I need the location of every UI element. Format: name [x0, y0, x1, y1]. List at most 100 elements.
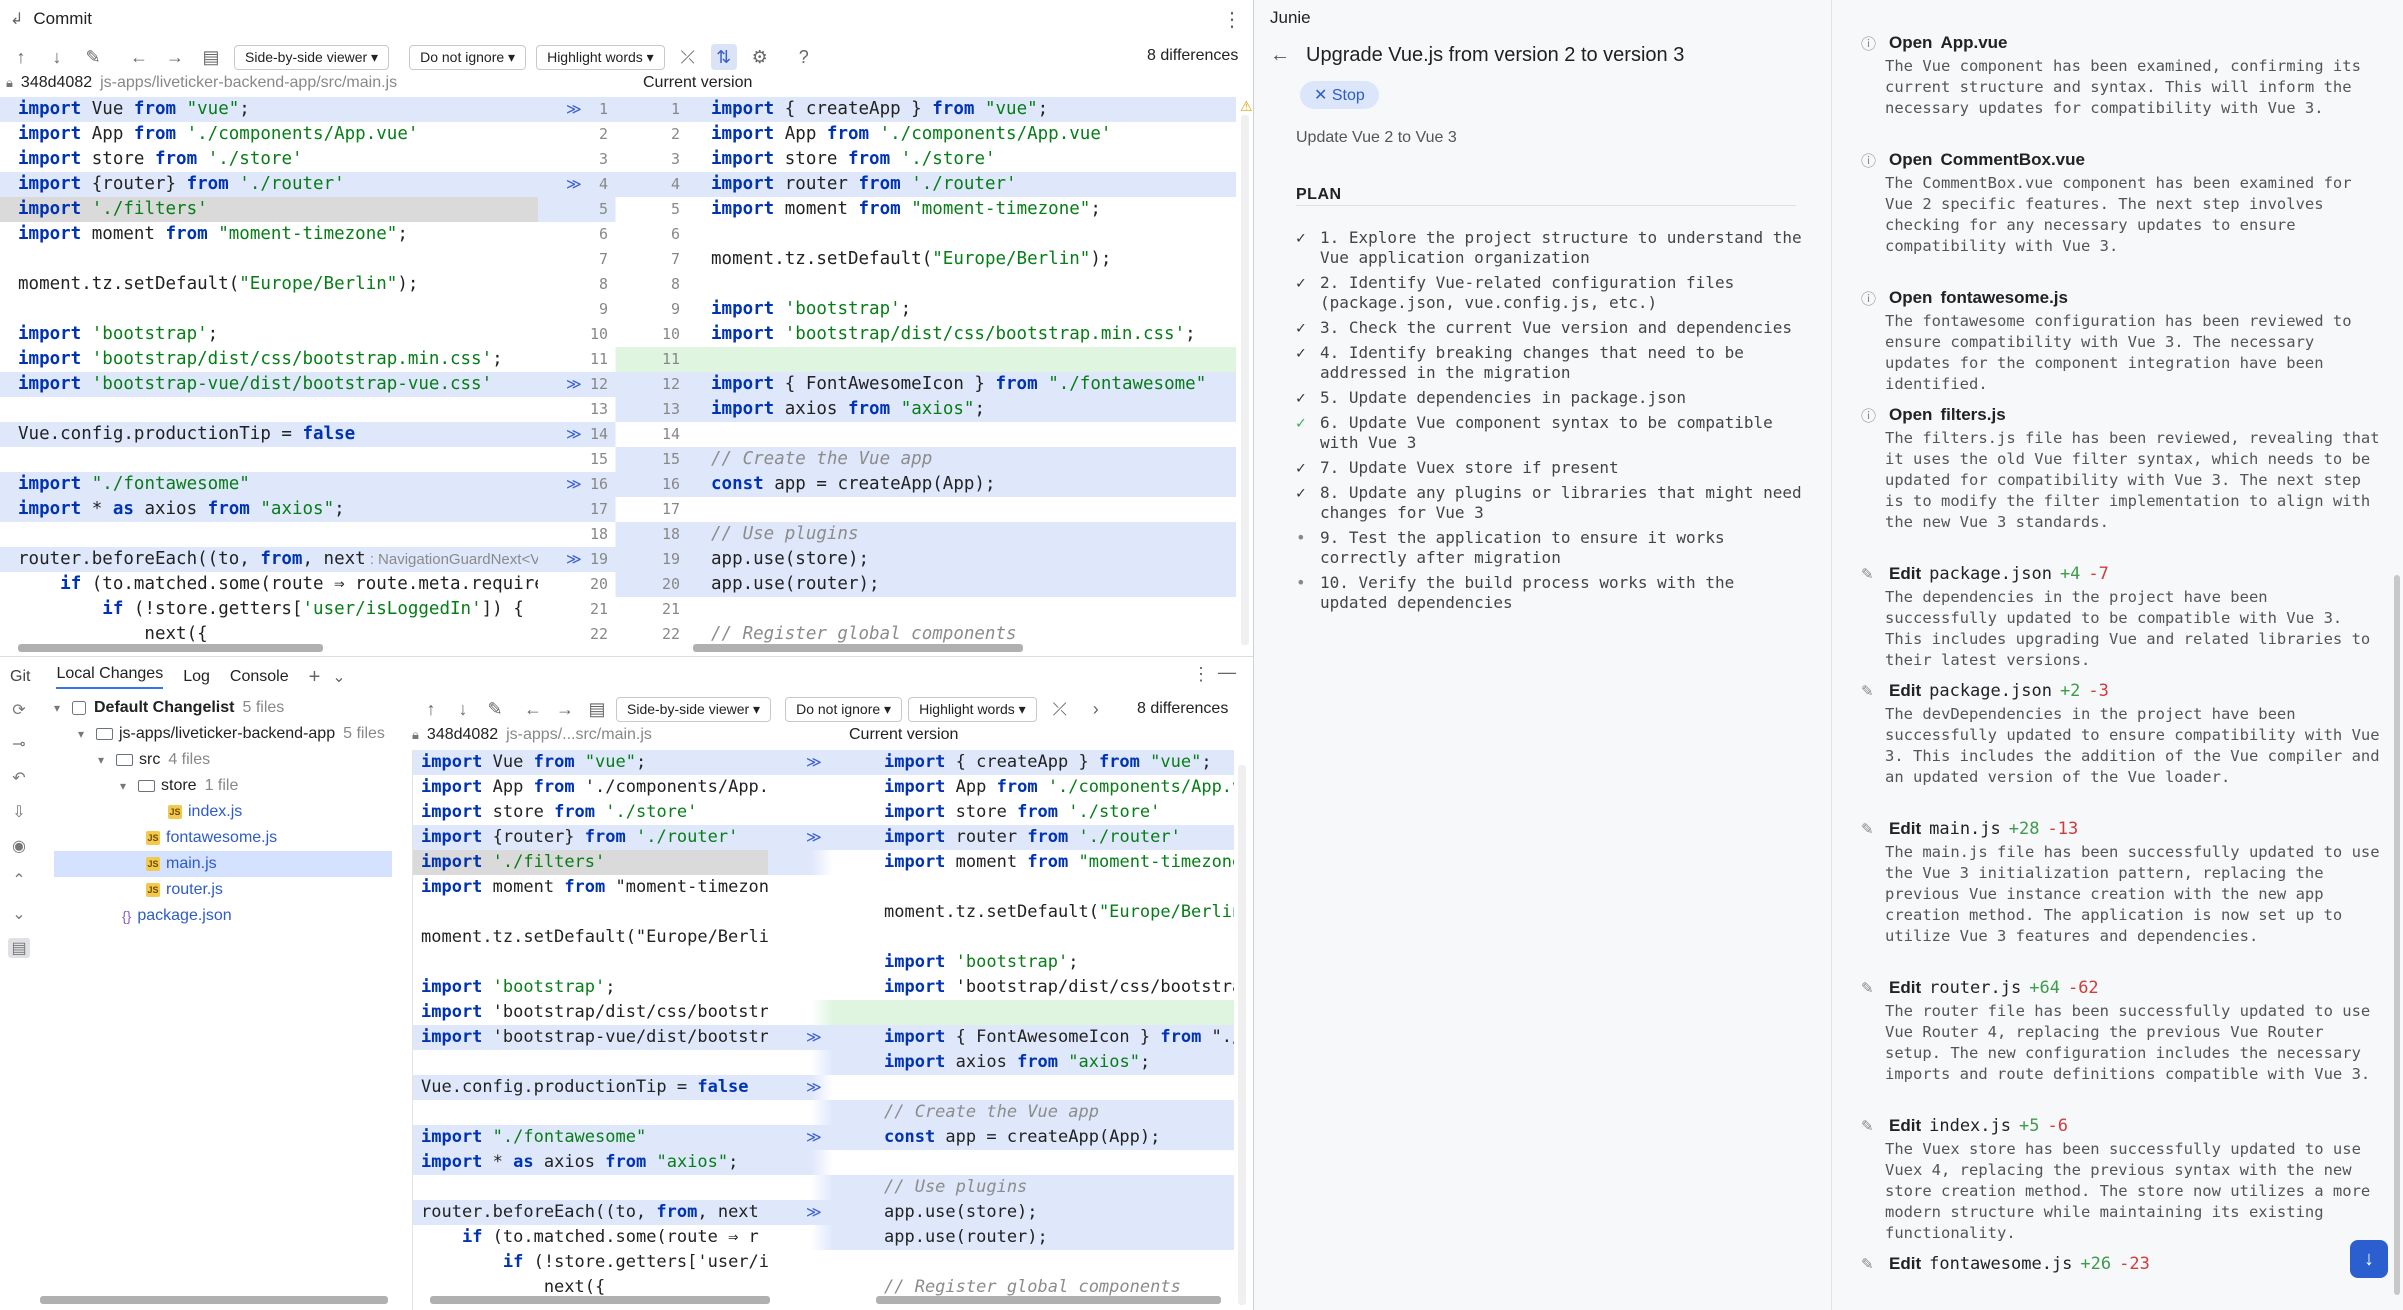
tree-row-file[interactable]: {} package.json — [40, 903, 402, 929]
tool-more-icon[interactable]: ⋮ — [1192, 664, 1210, 684]
sync-scroll-icon[interactable]: ⇅ — [710, 44, 737, 70]
log-file[interactable]: package.json — [1929, 564, 2052, 584]
changelist-checkbox[interactable] — [72, 701, 86, 715]
eye-icon[interactable]: ◉ — [12, 838, 26, 855]
bottom-left-hscroll[interactable] — [430, 1296, 770, 1304]
diff-preview-icon[interactable]: ▤ — [8, 938, 30, 958]
document-icon[interactable]: ▤ — [588, 698, 606, 719]
log-file[interactable]: fontawesome.js — [1940, 288, 2068, 307]
top-right-hscroll[interactable] — [693, 644, 1023, 652]
arrow-up-icon[interactable]: ↑ — [426, 698, 436, 719]
edit-icon[interactable]: ✎ — [85, 46, 101, 67]
apply-change-icon[interactable]: ≫ — [566, 550, 582, 568]
arrow-up-icon[interactable]: ↑ — [16, 46, 26, 67]
viewer-dropdown[interactable]: Side-by-side viewer ▾ — [616, 696, 772, 722]
add-tab-icon[interactable]: + — [308, 665, 321, 688]
apply-change-icon[interactable]: ≫ — [566, 175, 582, 193]
ignore-dropdown[interactable]: Do not ignore ▾ — [785, 696, 903, 722]
commit-node-icon[interactable]: ⊸ — [12, 736, 26, 753]
collapse-icon[interactable]: ⤫ — [1052, 698, 1067, 719]
apply-change-icon[interactable]: ≫ — [806, 1029, 822, 1046]
arrow-right-icon[interactable]: → — [166, 46, 184, 67]
arrow-left-icon[interactable]: ← — [524, 698, 542, 719]
highlight-dropdown[interactable]: Highlight words ▾ — [536, 44, 665, 70]
arrow-down-icon[interactable]: ↓ — [458, 698, 468, 719]
rollback-icon[interactable]: ↶ — [12, 770, 26, 787]
arrow-right-icon[interactable]: → — [556, 698, 574, 719]
scroll-to-bottom-button[interactable]: ↓ — [2350, 1240, 2388, 1278]
collapse-all-icon[interactable]: ⌄ — [12, 906, 26, 923]
log-file[interactable]: fontawesome.js — [1929, 1254, 2073, 1274]
tree-row-file-selected[interactable]: JS main.js — [54, 851, 392, 877]
highlight-dropdown[interactable]: Highlight words ▾ — [908, 696, 1037, 722]
apply-change-icon[interactable]: ≫ — [806, 829, 822, 846]
apply-change-icon[interactable]: ≫ — [566, 375, 582, 393]
chevron-down-icon[interactable]: ▾ — [98, 753, 105, 767]
tab-log[interactable]: Log — [183, 668, 210, 685]
apply-change-icon[interactable]: ≫ — [806, 754, 822, 771]
log-file[interactable]: CommentBox.vue — [1940, 150, 2085, 169]
apply-change-icon[interactable]: ≫ — [566, 475, 582, 493]
more-options-icon[interactable]: ⋮ — [1222, 8, 1242, 31]
log-file[interactable]: router.js — [1929, 978, 2022, 998]
tree-row-file[interactable]: JS fontawesome.js — [40, 825, 402, 851]
chevron-down-icon[interactable]: ▾ — [78, 727, 85, 741]
log-file[interactable]: main.js — [1929, 819, 2001, 839]
expand-icon[interactable]: ⌃ — [12, 872, 26, 889]
arrow-down-icon[interactable]: ↓ — [52, 46, 62, 67]
log-file[interactable]: filters.js — [1940, 405, 2006, 424]
edit-icon[interactable]: ✎ — [487, 698, 503, 719]
tree-row-folder[interactable]: ▾ store 1 file — [40, 773, 402, 799]
refresh-icon[interactable]: ⟳ — [12, 702, 26, 719]
minimize-icon[interactable]: — — [1218, 662, 1236, 682]
arrow-left-icon[interactable]: ← — [130, 46, 148, 67]
bottom-scroll-track[interactable] — [1238, 765, 1246, 1305]
tab-local-changes[interactable]: Local Changes — [56, 665, 164, 689]
log-scrollbar[interactable] — [2394, 575, 2400, 1295]
bottom-right-code[interactable]: import { createApp } from "vue";import A… — [876, 750, 1234, 1310]
log-file[interactable]: index.js — [1929, 1116, 2011, 1136]
tab-console[interactable]: Console — [229, 668, 289, 685]
top-left-code[interactable]: import Vue from "vue";import App from '.… — [0, 97, 538, 651]
apply-change-icon[interactable]: ≫ — [566, 100, 582, 118]
chevron-right-icon[interactable]: › — [1092, 698, 1099, 719]
tree-hscroll[interactable] — [40, 1296, 388, 1304]
top-left-hscroll[interactable] — [18, 644, 323, 652]
tree-row-folder[interactable]: ▾ src 4 files — [40, 747, 402, 773]
collapse-icon[interactable]: ⤫ — [680, 46, 695, 67]
apply-change-icon[interactable]: ≫ — [806, 1129, 822, 1146]
apply-change-icon[interactable]: ≫ — [806, 1079, 822, 1096]
bottom-left-code[interactable]: import Vue from "vue";import App from '.… — [412, 750, 768, 1310]
stop-button[interactable]: ✕ Stop — [1300, 81, 1379, 109]
changelist-row[interactable]: ▾ Default Changelist 5 files — [40, 695, 402, 721]
tab-git[interactable]: Git — [10, 668, 31, 685]
ignore-dropdown[interactable]: Do not ignore ▾ — [409, 44, 527, 70]
chevron-down-icon[interactable]: ⌄ — [332, 669, 346, 686]
tree-row-file[interactable]: JS index.js — [40, 799, 402, 825]
shelve-icon[interactable]: ⇩ — [12, 804, 26, 821]
viewer-dropdown[interactable]: Side-by-side viewer ▾ — [234, 44, 390, 70]
tree-row-folder[interactable]: ▾ js-apps/liveticker-backend-app 5 files — [40, 721, 402, 747]
back-arrow-icon[interactable]: ← — [1270, 44, 1290, 66]
log-file[interactable]: App.vue — [1940, 33, 2008, 52]
chevron-down-icon[interactable]: ▾ — [120, 779, 127, 793]
apply-change-icon[interactable]: ≫ — [566, 425, 582, 443]
chevron-down-icon[interactable]: ▾ — [54, 701, 61, 715]
top-scroll-track[interactable] — [1241, 115, 1249, 645]
help-icon[interactable]: ? — [798, 46, 809, 67]
log-file[interactable]: package.json — [1929, 681, 2052, 701]
bottom-right-hscroll[interactable] — [876, 1296, 1221, 1304]
gear-icon[interactable]: ⚙ — [751, 46, 768, 67]
tree-row-file[interactable]: JS router.js — [40, 877, 402, 903]
document-icon[interactable]: ▤ — [202, 46, 220, 67]
